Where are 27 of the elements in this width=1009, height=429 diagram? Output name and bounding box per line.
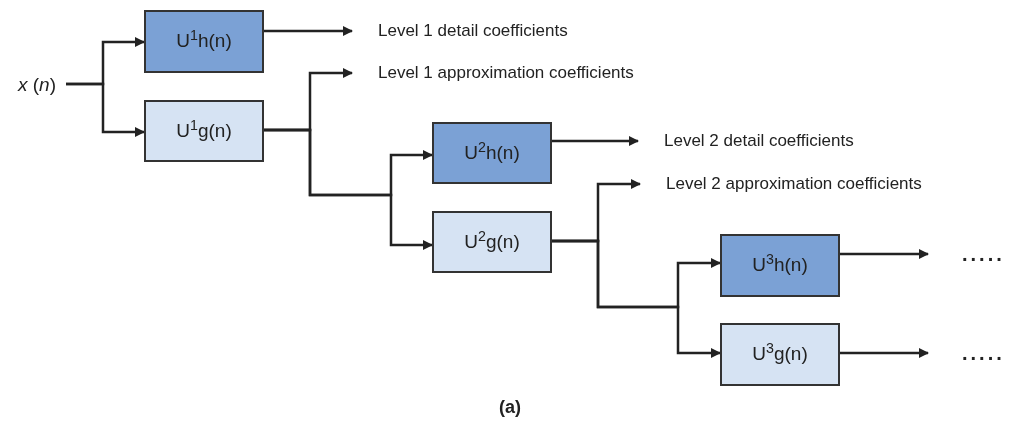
output-label: Level 1 detail coefficients bbox=[378, 20, 568, 43]
filter-box bbox=[720, 234, 840, 297]
output-label: Level 1 approximation coefficients bbox=[378, 62, 634, 85]
caption: (a) bbox=[498, 396, 522, 419]
continuation-dots: ..... bbox=[962, 242, 1005, 267]
filter-box bbox=[144, 100, 264, 162]
filter-label: U$^{2}$g(n) bbox=[464, 227, 520, 254]
filter-box bbox=[432, 122, 552, 184]
output-label: Level 2 detail coefficients bbox=[664, 130, 854, 153]
arrow bbox=[264, 26, 353, 36]
filter-label: U$^{1}$g(n) bbox=[176, 116, 232, 143]
filter-box bbox=[432, 211, 552, 273]
filter-label: U$^{3}$h(n) bbox=[752, 251, 808, 278]
filter-box bbox=[144, 10, 264, 73]
filter-label: U$^{3}$g(n) bbox=[752, 340, 808, 367]
arrow bbox=[552, 239, 721, 358]
output-label: Level 2 approximation coefficients bbox=[666, 173, 922, 196]
arrow bbox=[264, 128, 433, 250]
arrow bbox=[66, 82, 145, 137]
arrow bbox=[840, 249, 929, 259]
arrow bbox=[840, 348, 929, 358]
continuation-dots: ..... bbox=[962, 341, 1005, 366]
filter-label: U$^{1}$h(n) bbox=[176, 27, 232, 54]
filter-label: U$^{2}$h(n) bbox=[464, 138, 520, 165]
filter-box bbox=[720, 323, 840, 386]
signal-label: x (n) bbox=[18, 72, 56, 97]
arrow bbox=[552, 136, 639, 146]
